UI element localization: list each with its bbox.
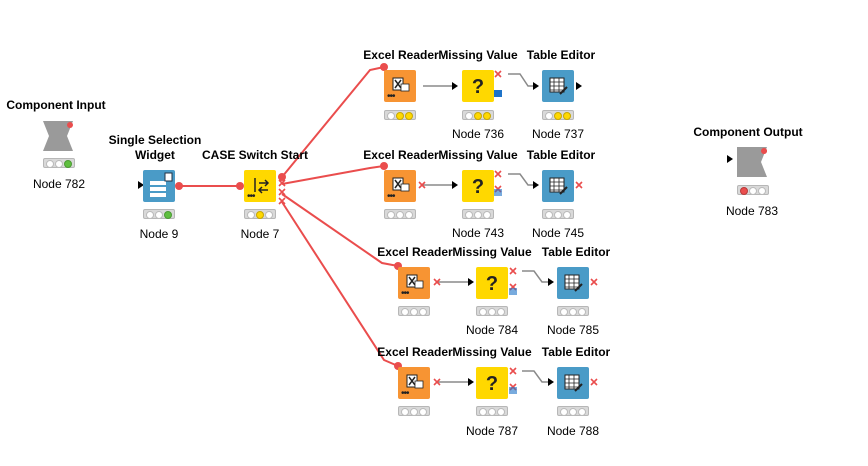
status-lights [476,406,508,416]
svg-text:?: ? [472,76,484,98]
table-editor-title: Table Editor [526,148,596,162]
question-mark-icon[interactable]: ? [476,367,508,399]
table-editor-icon[interactable] [542,70,574,102]
svg-text:?: ? [486,373,498,395]
table-editor-title: Table Editor [541,345,611,359]
node-label: Node 736 [451,127,505,141]
status-lights [557,306,589,316]
status-lights [143,209,175,219]
node-label: Node 787 [465,424,519,438]
case-switch-title: CASE Switch Start [201,148,309,162]
status-lights [542,209,574,219]
status-lights [384,209,416,219]
node-label: Node 745 [531,226,585,240]
status-lights [398,406,430,416]
excel-reader-title: Excel Reader [363,148,439,162]
component-input-icon[interactable] [43,121,73,151]
excel-reader-title: Excel Reader [377,245,453,259]
node-label: Node 784 [465,323,519,337]
flow-wire-switch-to-row2[interactable] [281,165,385,185]
missing-value-title: Missing Value [438,48,518,62]
node-label: Node 7 [240,227,280,241]
node-label: Node 788 [546,424,600,438]
question-mark-icon[interactable]: ? [476,267,508,299]
excel-reader-icon[interactable]: ••• [384,170,416,202]
excel-reader-title: Excel Reader [377,345,453,359]
svg-text:?: ? [486,273,498,295]
table-editor-icon[interactable] [557,367,589,399]
status-lights [398,306,430,316]
selection-widget-icon[interactable] [143,170,175,202]
question-mark-icon[interactable]: ? [462,70,494,102]
single-selection-title-2: Widget [135,148,175,162]
single-selection-title: Single Selection [108,133,202,147]
component-output-title: Component Output [693,125,803,139]
flow-wire-switch-to-row4[interactable] [281,201,399,367]
status-lights [244,209,276,219]
table-editor-icon[interactable] [542,170,574,202]
status-lights [384,110,416,120]
status-lights [737,185,769,195]
table-editor-title: Table Editor [541,245,611,259]
node-label: Node 737 [531,127,585,141]
excel-reader-icon[interactable]: ••• [398,367,430,399]
excel-reader-title: Excel Reader [363,48,439,62]
excel-reader-icon[interactable]: ••• [398,267,430,299]
excel-reader-icon[interactable]: ••• [384,70,416,102]
table-editor-title: Table Editor [526,48,596,62]
flow-wire-switch-to-row3[interactable] [281,193,399,267]
table-editor-icon[interactable] [557,267,589,299]
missing-value-title: Missing Value [452,345,532,359]
node-label: Node 782 [32,177,86,191]
flow-wire-switch-to-row1[interactable] [281,66,385,178]
missing-value-title: Missing Value [438,148,518,162]
status-lights [462,209,494,219]
status-lights [476,306,508,316]
missing-value-title: Missing Value [452,245,532,259]
component-output-icon[interactable] [737,147,767,177]
node-label: Node 785 [546,323,600,337]
svg-text:?: ? [472,176,484,198]
status-lights [43,158,75,168]
question-mark-icon[interactable]: ? [462,170,494,202]
switch-arrows-icon[interactable]: ••• [244,170,276,202]
component-input-title: Component Input [6,98,106,112]
node-label: Node 743 [451,226,505,240]
node-label: Node 9 [139,227,179,241]
status-lights [557,406,589,416]
status-lights [462,110,494,120]
node-label: Node 783 [725,204,779,218]
status-lights [542,110,574,120]
